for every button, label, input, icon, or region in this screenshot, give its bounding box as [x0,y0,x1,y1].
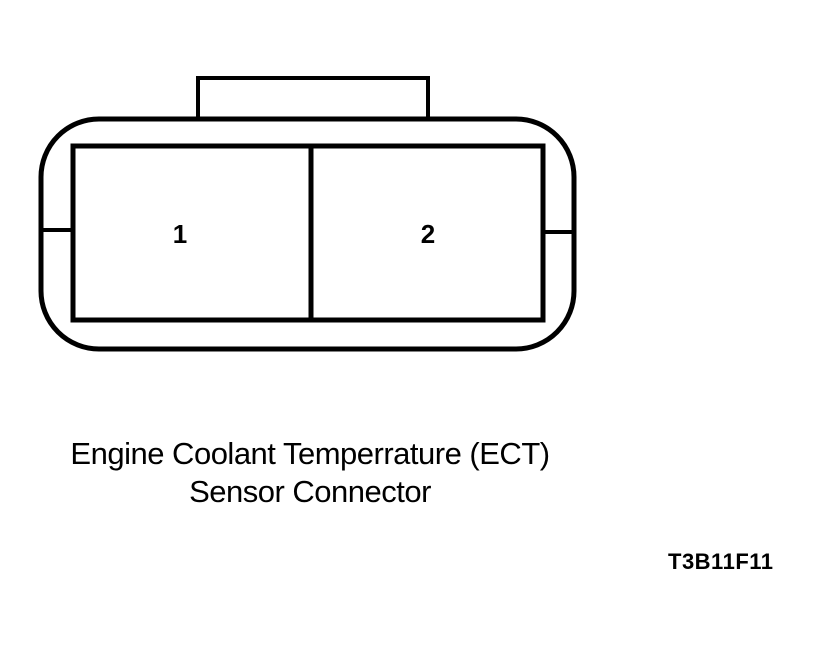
figure-id-label: T3B11F11 [668,549,774,574]
pin-2-label: 2 [421,219,435,249]
diagram-caption-title: Engine Coolant Temperrature (ECT) [70,436,550,471]
diagram-caption-subtitle: Sensor Connector [189,474,431,509]
connector-locking-tab [196,76,430,122]
connector-cavity [70,143,546,323]
pin-1-label: 1 [173,219,187,249]
